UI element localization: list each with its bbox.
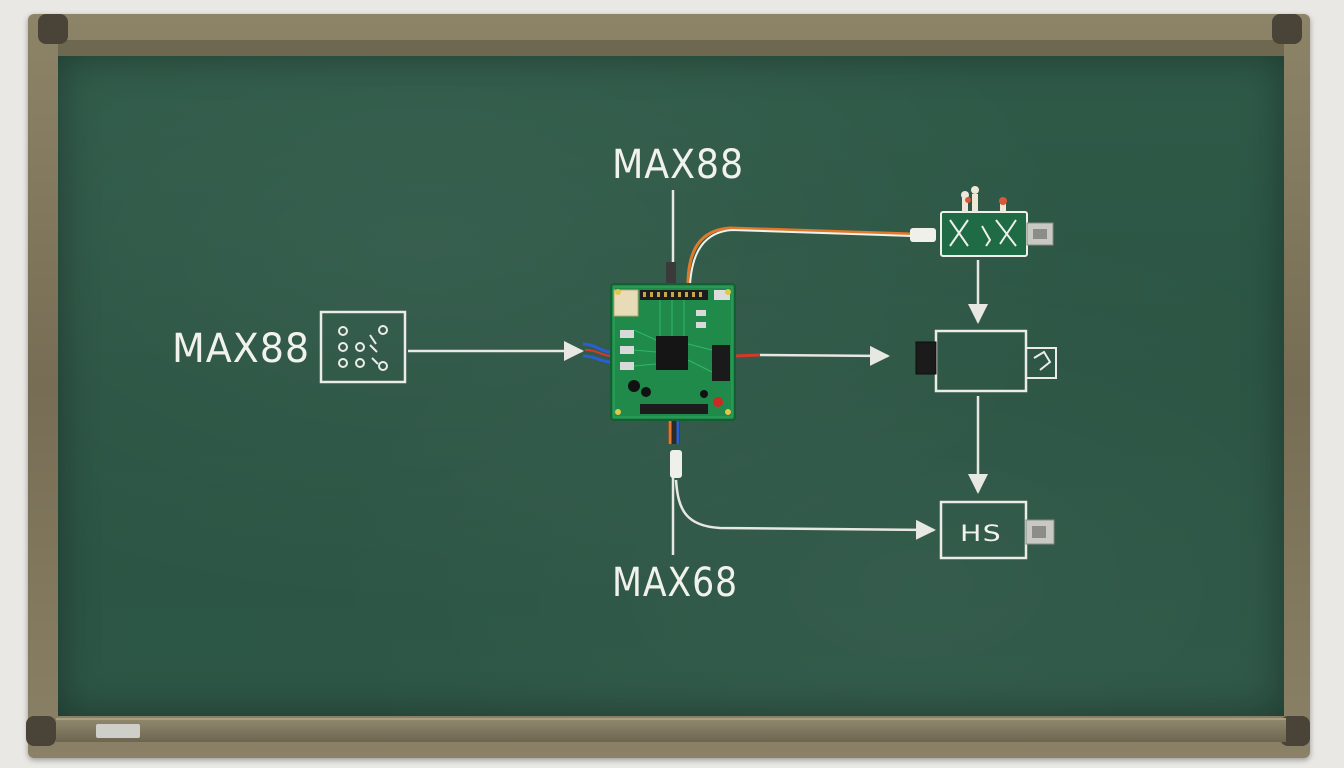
frame-corner-bottom-left (26, 716, 56, 746)
usb-module-icon (940, 186, 1054, 257)
wire-plug-top (910, 228, 936, 242)
sensor-block-icon (319, 310, 407, 384)
wire-blue-left (582, 342, 613, 354)
label-bottom-max68: MAX68 (612, 560, 738, 606)
arrow-board-to-hs-module (674, 479, 936, 540)
label-hs-module: HS (960, 522, 1002, 547)
label-top-max88: MAX88 (612, 142, 744, 188)
chalk-holder (96, 724, 140, 738)
frame-corner-top-right (1272, 14, 1302, 44)
arrow-board-to-mid-module (759, 345, 890, 366)
usb-hs-module-icon (939, 500, 1055, 560)
frame-corner-top-left (38, 14, 68, 44)
pcb-board-icon (610, 283, 736, 421)
chalk-tray (56, 718, 1286, 742)
chalkboard-frame-inner (58, 40, 1284, 60)
label-left-max88: MAX88 (172, 326, 310, 372)
wire-plug-bottom (670, 450, 682, 478)
wire-red-right (733, 353, 761, 358)
wire-orange-top (686, 226, 913, 286)
connector-top (666, 262, 676, 284)
relay-box-icon (915, 329, 1057, 393)
